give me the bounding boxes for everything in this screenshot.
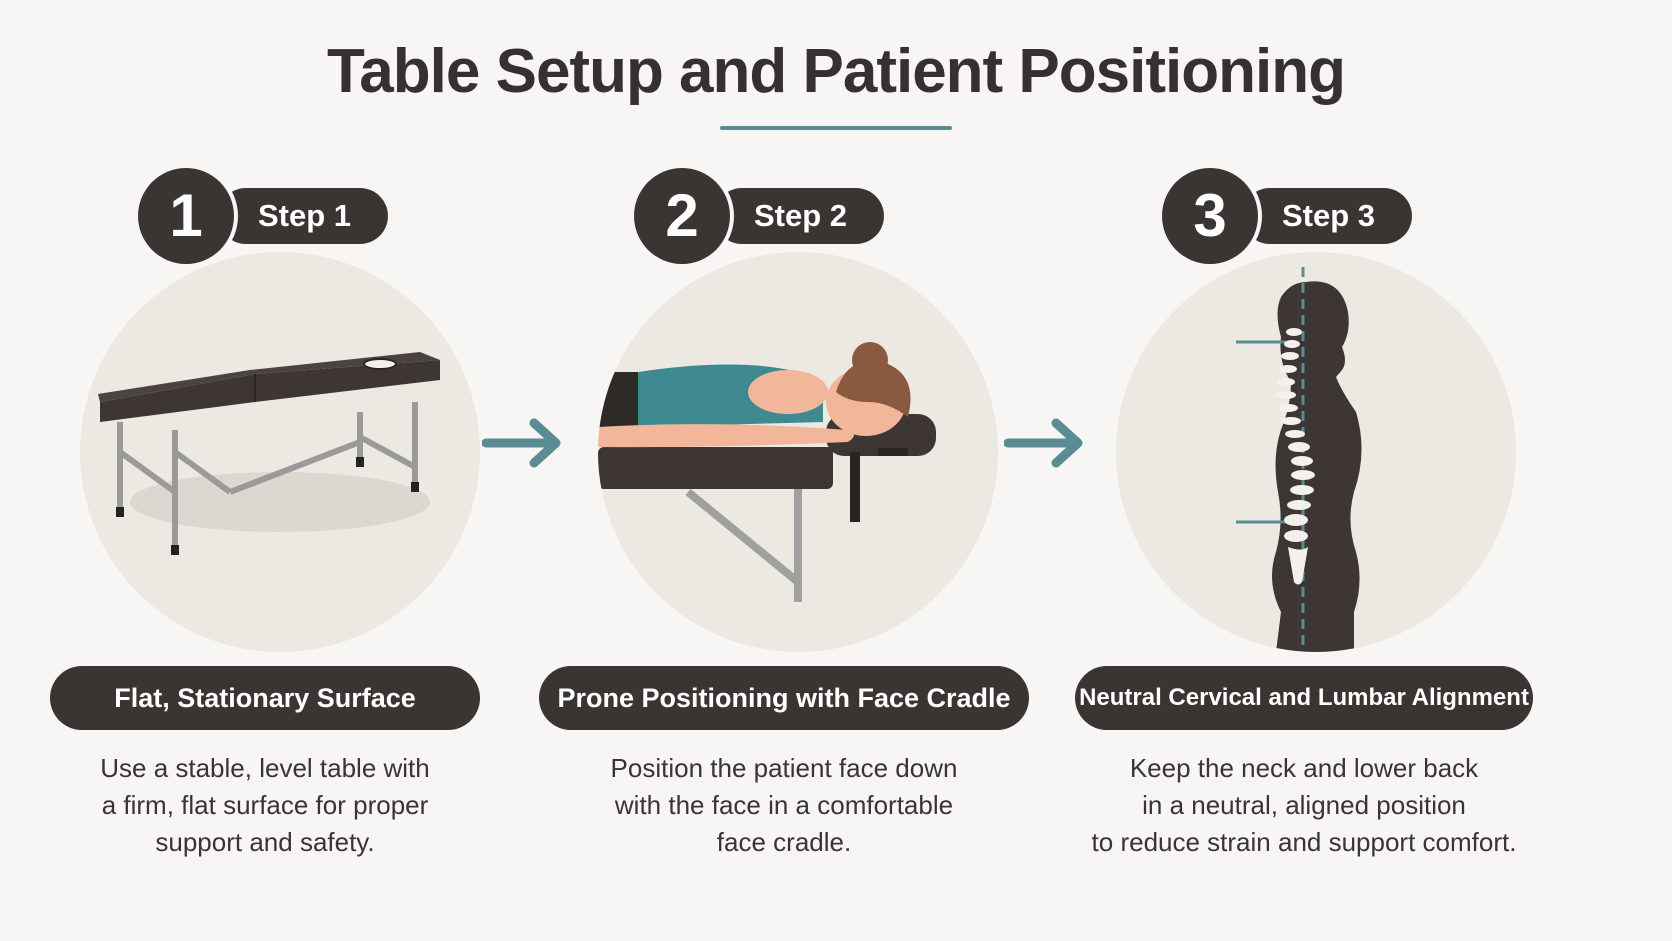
- step-1-title: Flat, Stationary Surface: [50, 666, 480, 730]
- step-3-description: Keep the neck and lower back in a neutra…: [1091, 753, 1517, 857]
- step-3: 3 Step 3: [1060, 0, 1672, 941]
- arrow-right-icon: [482, 418, 561, 468]
- step-2-label: Step 2: [714, 188, 884, 244]
- step-1-number: 1: [138, 168, 234, 264]
- step-2: 2 Step 2 P: [520, 0, 1040, 941]
- step-3-label: Step 3: [1242, 188, 1412, 244]
- massage-table-icon: [80, 252, 480, 652]
- spine-alignment-icon: [1116, 252, 1516, 652]
- title-underline: [720, 126, 952, 130]
- step-3-number: 3: [1162, 168, 1258, 264]
- step-1-description: Use a stable, level table with a firm, f…: [100, 753, 430, 857]
- step-3-title: Neutral Cervical and Lumbar Alignment: [1075, 666, 1533, 730]
- page-title: Table Setup and Patient Positioning: [327, 37, 1346, 106]
- step-2-description: Position the patient face down with the …: [610, 753, 958, 857]
- step-2-number: 2: [634, 168, 730, 264]
- arrow-right-icon: [1004, 418, 1083, 468]
- step-1: 1 Step 1: [0, 0, 520, 941]
- prone-patient-icon: [598, 252, 998, 652]
- step-1-label: Step 1: [218, 188, 388, 244]
- step-2-title: Prone Positioning with Face Cradle: [539, 666, 1029, 730]
